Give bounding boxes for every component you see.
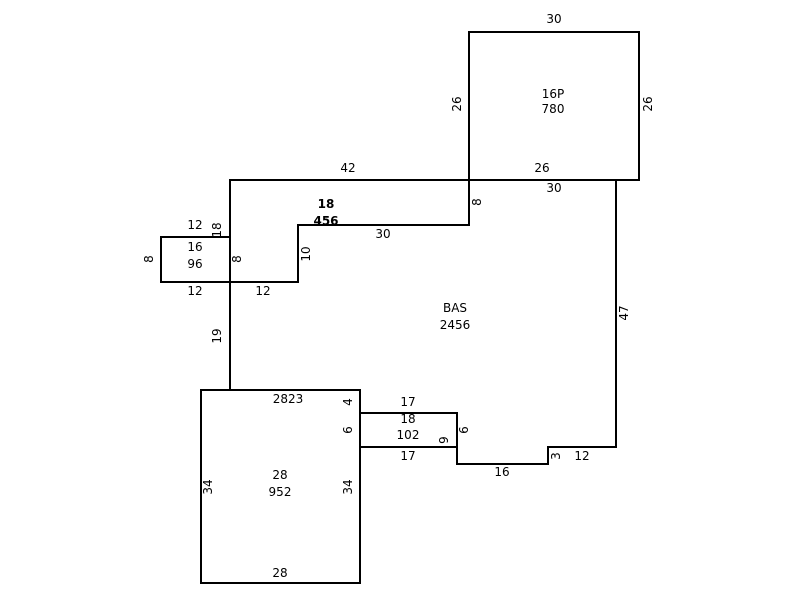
dim-garage-right-mid: 6	[341, 426, 355, 434]
dim-notch-right: 8	[470, 198, 484, 206]
connector-code: 18	[400, 412, 415, 426]
garage-sqft: 952	[269, 485, 292, 499]
porch-code: 16P	[542, 87, 565, 101]
dim-porch-left: 26	[450, 96, 464, 111]
dim-bump-top: 12	[187, 218, 202, 232]
notch-line	[229, 179, 470, 283]
dim-bas-step: 3	[549, 452, 563, 460]
dim-garage-right-upper: 4	[341, 398, 355, 406]
dim-bas-bottom-right: 12	[574, 449, 589, 463]
dim-garage-right: 34	[341, 479, 355, 494]
bas-outline	[229, 179, 617, 465]
dim-bas-left-upper: 18	[210, 222, 224, 237]
dim-notch-left: 10	[299, 246, 313, 261]
dim-notch-bottom: 30	[375, 227, 390, 241]
dim-bas-top-right: 30	[546, 181, 561, 195]
bump-code: 16	[187, 240, 202, 254]
bas-sqft: 2456	[440, 318, 471, 332]
notch-sqft: 456	[313, 214, 338, 228]
dim-conn-bottom: 17	[400, 449, 415, 463]
dim-garage-left: 34	[201, 479, 215, 494]
bump-sqft: 96	[187, 257, 202, 271]
garage-code: 28	[272, 468, 287, 482]
garage-outline	[200, 389, 361, 584]
dim-bump-left: 8	[142, 255, 156, 263]
porch-sqft: 780	[542, 102, 565, 116]
dim-bas-top-left: 42	[340, 161, 355, 175]
connector-outline	[359, 412, 458, 448]
dim-porch-right: 26	[641, 96, 655, 111]
dim-conn-top: 17	[400, 395, 415, 409]
dim-garage-top: 2823	[273, 392, 304, 406]
dim-conn-inner: 9	[437, 436, 451, 444]
dim-porch-top: 30	[546, 12, 561, 26]
dim-bas-right: 47	[617, 305, 631, 320]
dim-bump-bottom: 12	[187, 284, 202, 298]
bas-code: BAS	[443, 301, 467, 315]
dim-bas-left-lower: 19	[210, 328, 224, 343]
dim-bump-right: 8	[230, 255, 244, 263]
dim-bas-bottom-mid: 16	[494, 465, 509, 479]
dim-porch-bottom: 26	[534, 161, 549, 175]
notch-code: 18	[318, 197, 335, 211]
dim-conn-right: 6	[457, 426, 471, 434]
dim-notch-floor: 12	[255, 284, 270, 298]
connector-sqft: 102	[397, 428, 420, 442]
bump-outline	[160, 236, 231, 283]
dim-garage-bottom: 28	[272, 566, 287, 580]
